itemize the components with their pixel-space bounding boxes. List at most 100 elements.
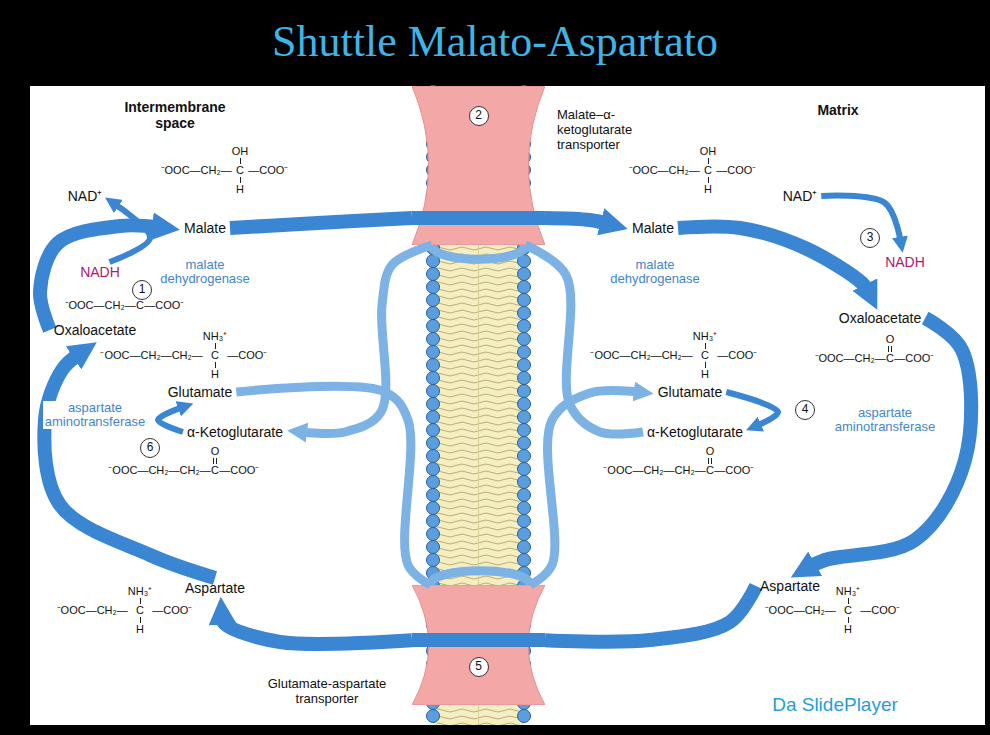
label-slot: aspartate aminotransferase (833, 406, 937, 434)
formula-part: ⁻OOC—CH₂— (629, 164, 700, 177)
flow-arrow (230, 218, 412, 228)
node-text: Aspartate (185, 580, 245, 596)
formula-text: —COO⁻ (717, 349, 757, 362)
cofactor-label: NAD⁺ (779, 186, 822, 206)
node-text: Oxaloacetate (839, 310, 922, 326)
step-number: 4 (795, 400, 815, 420)
lipid-head (427, 307, 440, 320)
formula-part: O (886, 333, 895, 346)
cofactor-label: NADH (76, 262, 124, 282)
lipid-head (427, 320, 440, 333)
bond-line (708, 458, 712, 464)
lipid-head (518, 489, 531, 502)
node-text: NAD⁺ (783, 188, 818, 204)
formula-part: ⁻OOC—CH₂— (65, 299, 136, 312)
formula-centre: OC (706, 445, 715, 496)
formula-part: —COO⁻ (860, 604, 900, 617)
formula-centre: NH₃⁺CH (836, 585, 860, 636)
arrow-through-transporter (412, 633, 545, 647)
bond-line (140, 598, 141, 604)
enzyme-name: aspartate aminotransferase (43, 401, 147, 429)
formula-centre: OC (211, 445, 220, 496)
step-number: 6 (140, 438, 160, 458)
formula-centre: NH₃⁺CH (128, 585, 152, 636)
node-text: α-Ketoglutarate (647, 424, 743, 440)
flow-arrow (158, 407, 183, 432)
label-slot: 4 (795, 400, 815, 420)
formula-part: C (701, 349, 709, 362)
formula-text: H (844, 623, 852, 636)
lipid-head (518, 437, 531, 450)
title-slot: Shuttle Malato-Aspartato (272, 17, 718, 67)
lipid-head (518, 541, 531, 554)
formula-centre: NH₃⁺CH (693, 330, 717, 381)
formula-part: C (704, 164, 712, 177)
formula-text: ⁻OOC—CH₂—CH₂— (100, 349, 202, 362)
formula-text: O (706, 445, 715, 458)
metabolite-label: Glutamate (164, 382, 237, 402)
bond-line (705, 343, 706, 349)
node-text: Oxaloacetate (54, 322, 137, 338)
formula-text: C (844, 604, 852, 617)
lipid-head (518, 346, 531, 359)
label-slot: 6 (140, 438, 160, 458)
lipid-head (427, 710, 440, 723)
bond-line (708, 177, 709, 183)
lipid-head (427, 411, 440, 424)
lipid-head (518, 424, 531, 437)
node-text: NADH (885, 254, 925, 270)
metabolite-label: Oxaloacetate (835, 308, 926, 328)
step-number: 3 (860, 228, 880, 248)
lipid-head (518, 398, 531, 411)
formula-part: ⁻OOC—CH₂— (161, 164, 232, 177)
source-credit: Da SlidePlayer (772, 694, 898, 716)
region-label: Matrix (817, 102, 858, 118)
lipid-head (518, 463, 531, 476)
lipid-head (427, 281, 440, 294)
formula-part: C (211, 464, 219, 477)
formula-text: H (211, 368, 219, 381)
bond-line (888, 346, 892, 352)
label-slot: Intermembrane space (124, 99, 225, 131)
enzyme-name: malate dehydrogenase (158, 258, 252, 286)
lipid-head (518, 710, 531, 723)
lipid-head (518, 268, 531, 281)
lipid-head (518, 502, 531, 515)
formula-part: H (236, 183, 244, 196)
edge-group (40, 196, 971, 644)
lipid-head (518, 528, 531, 541)
formula-part: ⁻OOC—CH₂—CH₂— (100, 349, 202, 362)
formula-text: —COO⁻ (152, 604, 192, 617)
formula-text: —COO⁻ (714, 464, 754, 477)
structural-formula: ⁻OOC—CH₂—NH₃⁺CH—COO⁻ (57, 585, 193, 636)
step-number: 2 (469, 106, 489, 126)
lipid-head (427, 359, 440, 372)
flow-arrow (236, 386, 430, 585)
formula-text: —COO⁻ (248, 164, 288, 177)
lipid-head (427, 333, 440, 346)
formula-text: H (136, 623, 144, 636)
formula-part: H (211, 368, 219, 381)
lipid-head (518, 307, 531, 320)
enzyme-name: malate dehydrogenase (608, 258, 702, 286)
formula-text: ⁻OOC—CH₂— (765, 604, 836, 617)
node-text: α-Ketoglutarate (187, 424, 283, 440)
metabolite-label: Aspartate (181, 578, 249, 598)
bond-line (215, 362, 216, 368)
formula-text: —COO⁻ (716, 164, 756, 177)
formula-part: ⁻OOC—CH₂— (815, 352, 886, 365)
formula-part: C (844, 604, 852, 617)
formula-text: ⁻OOC—CH₂—CH₂— (590, 349, 692, 362)
bond-line (848, 617, 849, 623)
region-label: Intermembrane space (124, 99, 225, 131)
label-slot: malate dehydrogenase (608, 258, 702, 286)
lipid-head (427, 424, 440, 437)
node-text: NAD⁺ (68, 188, 103, 204)
label-slot: Da SlidePlayer (772, 694, 898, 716)
formula-text: ⁻OOC—CH₂— (161, 164, 232, 177)
bond-line (140, 617, 141, 623)
formula-text: —COO⁻ (144, 299, 184, 312)
lipid-head (518, 359, 531, 372)
formula-part: —COO⁻ (144, 299, 184, 312)
